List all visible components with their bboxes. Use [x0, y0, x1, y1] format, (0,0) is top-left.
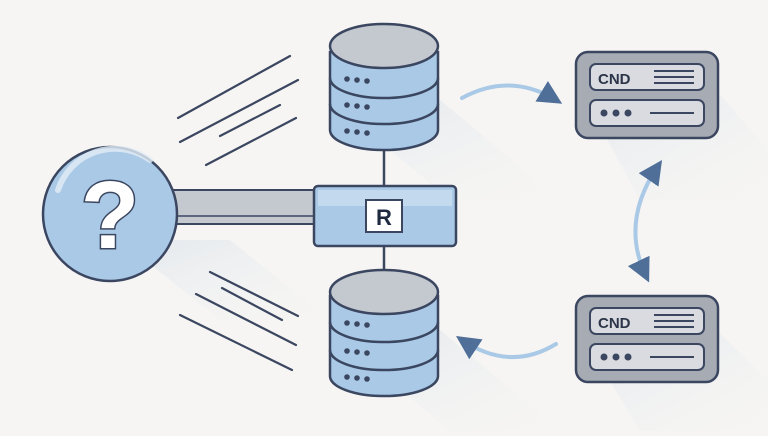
question-node: ? — [41, 145, 179, 283]
connector-bar — [169, 189, 321, 225]
database-icon — [328, 268, 440, 398]
router-node: R — [312, 184, 458, 248]
question-mark-glyph: ? — [81, 162, 140, 269]
question-mark-icon: ? — [79, 161, 141, 271]
server-top: CND — [574, 50, 720, 140]
server-bottom: CND — [574, 294, 720, 384]
arrow-server-to-db-bottom — [456, 336, 558, 360]
speed-lines-lower — [178, 270, 300, 372]
database-icon — [328, 22, 440, 152]
server-label: CND — [598, 315, 631, 332]
server-icon: CND — [574, 50, 720, 140]
arrow-db-to-server-top — [460, 81, 563, 104]
database-bottom — [328, 268, 440, 398]
router-label: R — [376, 205, 392, 230]
speed-lines-upper — [176, 54, 300, 167]
server-label: CND — [598, 71, 631, 88]
server-icon: CND — [574, 294, 720, 384]
database-top — [328, 22, 440, 152]
arrow-server-sync — [627, 160, 663, 283]
